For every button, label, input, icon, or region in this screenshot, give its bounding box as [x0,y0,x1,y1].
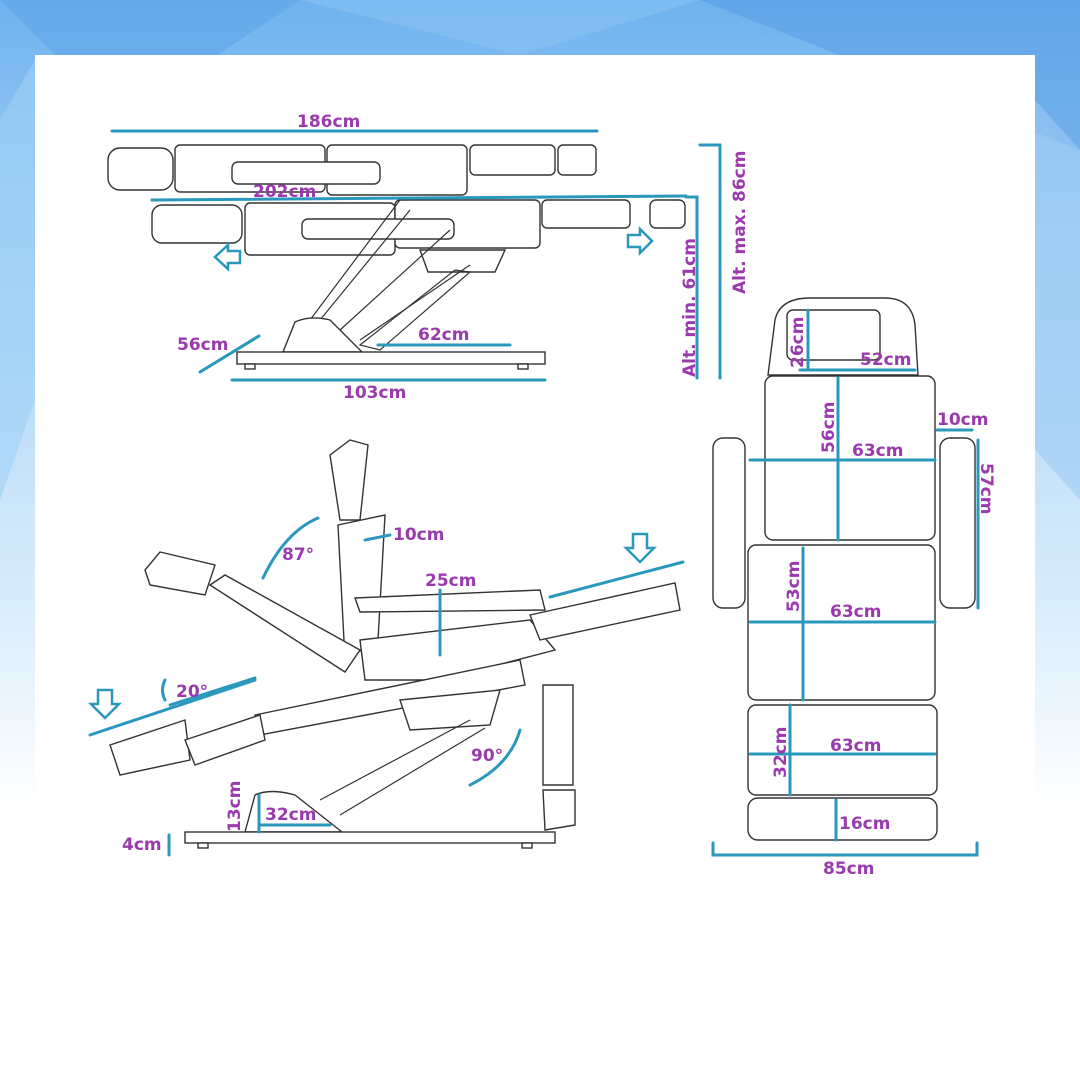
label-base-height: 4cm [122,835,162,855]
label-leg-length: 32cm [771,727,791,778]
label-height-max: Alt. max. 86cm [730,151,750,294]
label-height-min: Alt. min. 61cm [680,238,700,377]
label-total-length: 186cm [297,112,360,132]
dimension-line-alt-max [698,143,722,380]
reclined-backrest-upright [329,439,386,662]
foot-outline [747,797,938,841]
label-armrest-thickness: 10cm [393,525,444,545]
upper-table-outline [107,144,597,196]
side-view-reclined: 87° 10cm 25cm 20° 90° 13cm 32cm 4cm [87,439,685,857]
label-armrest-height: 25cm [425,571,476,591]
label-base-length: 103cm [343,383,406,403]
leg-outline [747,704,938,796]
label-extended-length: 202cm [253,182,316,202]
backrest-outline [764,375,936,541]
reclined-backrest-flat [144,551,362,673]
label-foot-length: 16cm [839,814,890,834]
dimension-line-56 [198,334,261,374]
lower-table-outline [151,199,686,273]
top-view: 26cm 52cm 10cm 57cm 56cm 63cm 53cm 63cm … [711,297,996,879]
dimension-line-alt-min [684,195,699,380]
arrow-left-icon [213,242,242,272]
arrow-down-icon [622,532,658,564]
scissor-lift [236,199,546,370]
label-back-angle: 87° [282,545,314,565]
label-seat-length: 53cm [784,561,804,612]
arrow-down-icon [87,688,123,720]
label-leg-width: 63cm [830,736,881,756]
label-armrest-length: 57cm [976,463,996,514]
label-base-depth: 56cm [177,335,228,355]
label-backrest-length: 56cm [819,402,839,453]
label-armrest-width: 10cm [937,410,988,430]
label-backrest-width: 63cm [852,441,903,461]
arrow-right-icon [626,225,654,257]
label-tilt-angle: 20° [176,682,208,702]
armrest-left-outline [712,437,746,609]
label-pedestal-height: 13cm [225,781,245,832]
label-leg-angle: 90° [471,746,503,766]
label-headrest-height: 26cm [788,317,808,368]
leg-rest-down [542,684,574,786]
label-pedestal-width: 32cm [265,805,316,825]
label-headrest-width: 52cm [860,350,911,370]
label-total-width: 85cm [823,859,874,879]
dimension-line-202 [150,194,688,202]
label-seat-width: 63cm [830,602,881,622]
side-view-flat: 186cm 202cm 56cm 62cm 103cm Alt. min. 61… [107,112,750,403]
armrest-right-outline [939,437,976,609]
label-base-inner: 62cm [418,325,469,345]
